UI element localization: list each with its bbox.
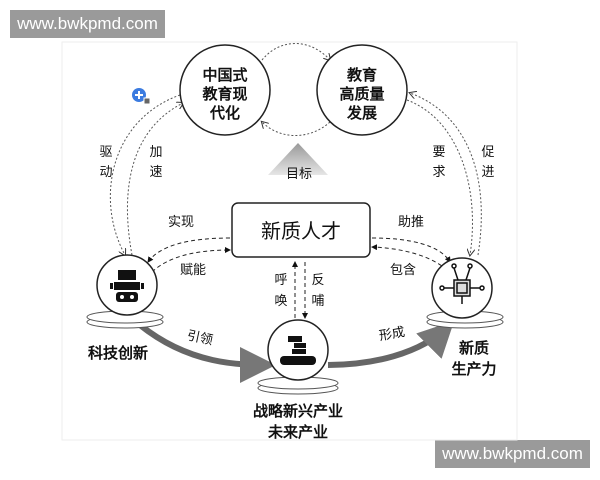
node-productivity-line2: 生产力 xyxy=(451,360,496,378)
add-icon[interactable] xyxy=(132,88,151,105)
label-promote-1: 促 xyxy=(481,145,494,160)
arrow-contain xyxy=(371,244,448,271)
node-quality-line1: 教育 xyxy=(346,66,377,84)
watermark-bottom: www.bwkpmd.com xyxy=(435,440,590,468)
arc-promote xyxy=(410,93,482,256)
loop-arrow-top xyxy=(261,43,330,61)
robot-icon xyxy=(110,270,144,302)
chip-icon xyxy=(439,263,485,304)
label-accelerate-1: 加 xyxy=(149,145,162,160)
platform-tech xyxy=(86,310,164,329)
label-call-1: 呼 xyxy=(274,273,287,288)
arrow-boost xyxy=(371,237,451,263)
label-require-1: 要 xyxy=(432,145,445,160)
arrow-lead xyxy=(138,322,276,383)
relation-labels: 驱 动 加 速 要 求 促 进 目标 实现 助推 赋能 包含 呼 唤 反 哺 引… xyxy=(99,145,494,349)
node-industry-line2: 未来产业 xyxy=(267,423,328,441)
arc-accelerate xyxy=(127,103,183,256)
node-modernization-line2: 教育现 xyxy=(201,85,247,103)
industrial-robot-icon xyxy=(280,336,316,365)
node-industry-line1: 战略新兴产业 xyxy=(253,402,343,420)
arc-drive xyxy=(109,94,181,255)
label-lead: 引领 xyxy=(186,328,215,348)
label-boost: 助推 xyxy=(398,215,424,230)
node-quality xyxy=(316,44,408,136)
node-tech-label: 科技创新 xyxy=(88,344,148,362)
label-drive-1: 驱 xyxy=(99,145,112,160)
label-accelerate-2: 速 xyxy=(149,165,162,180)
label-drive-2: 动 xyxy=(99,165,112,180)
node-productivity-line1: 新质 xyxy=(459,339,489,357)
watermark-top: www.bwkpmd.com xyxy=(10,10,165,38)
label-promote-2: 进 xyxy=(481,165,494,180)
arrow-realize xyxy=(147,237,231,263)
label-form: 形成 xyxy=(378,325,406,344)
arrow-empower xyxy=(151,247,231,273)
node-talent-label: 新质人才 xyxy=(261,219,341,243)
loop-arrow-bottom xyxy=(262,122,331,136)
goal-arrow xyxy=(268,143,328,175)
arrow-form xyxy=(327,320,455,368)
label-realize: 实现 xyxy=(168,215,194,230)
label-empower: 赋能 xyxy=(180,263,206,278)
node-modernization-line1: 中国式 xyxy=(202,66,247,84)
label-goal: 目标 xyxy=(286,167,312,182)
label-call-2: 唤 xyxy=(274,294,287,309)
node-quality-line3: 发展 xyxy=(346,104,377,122)
node-quality-line2: 高质量 xyxy=(339,85,384,103)
label-require-2: 求 xyxy=(432,165,445,180)
node-modernization xyxy=(179,44,271,136)
arc-require xyxy=(406,99,472,255)
label-feedback-2: 哺 xyxy=(311,294,324,309)
node-talent xyxy=(231,202,371,258)
label-contain: 包含 xyxy=(390,262,416,278)
node-modernization-line3: 代化 xyxy=(209,104,240,122)
platform-industry xyxy=(257,376,339,395)
image-frame xyxy=(61,41,518,441)
label-feedback-1: 反 xyxy=(311,273,324,288)
